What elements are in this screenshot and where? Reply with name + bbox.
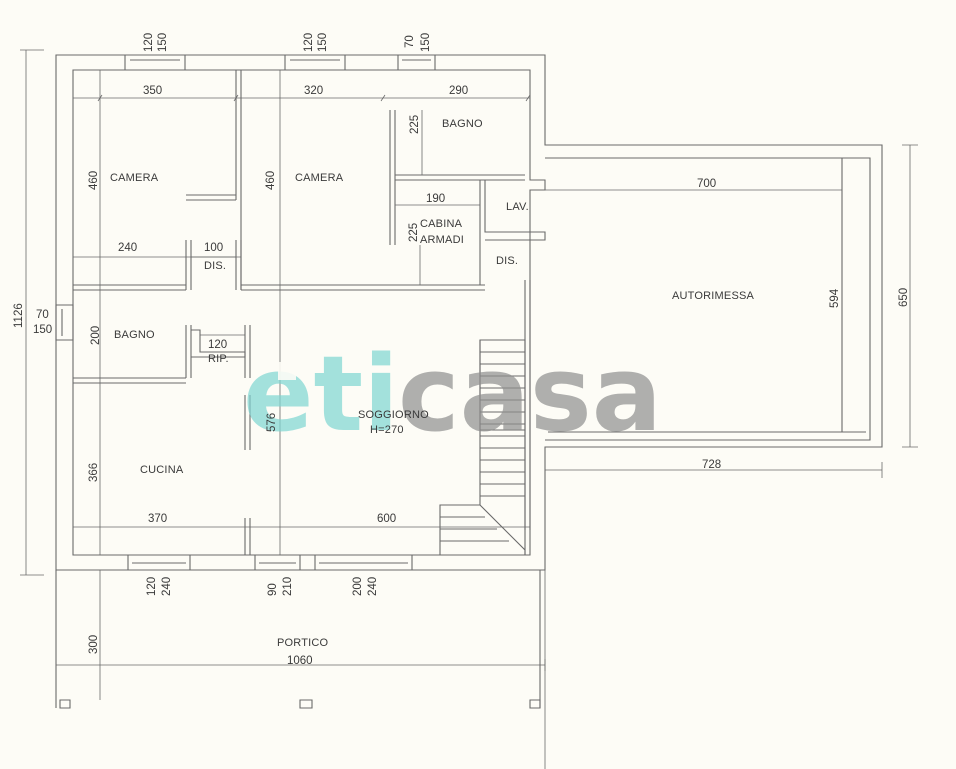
dim-cabina-225: 225 — [408, 223, 420, 242]
dim-top-320: 320 — [304, 85, 323, 97]
room-bagno-2: BAGNO — [114, 329, 155, 341]
opening-bottom-1-width: 120 — [146, 577, 158, 596]
dim-top-290: 290 — [449, 85, 468, 97]
dim-soggiorno-600: 600 — [377, 513, 396, 525]
opening-bottom-2-width: 90 — [267, 583, 279, 596]
opening-top-1-width: 120 — [143, 33, 155, 52]
dim-dis-100: 100 — [204, 242, 223, 254]
dim-bagno2-200: 200 — [90, 326, 102, 345]
room-lav: LAV. — [506, 201, 529, 213]
dim-garage-594: 594 — [829, 288, 841, 308]
watermark-casa: casa — [398, 333, 662, 455]
dim-total-1060: 1060 — [287, 655, 313, 667]
opening-left-height: 150 — [33, 324, 52, 336]
dim-garage-650: 650 — [898, 288, 910, 307]
opening-bottom-1-height: 240 — [161, 577, 173, 596]
room-cucina: CUCINA — [140, 464, 184, 476]
dimension-labels: 350 320 290 225 460 460 190 225 240 100 … — [13, 85, 910, 667]
opening-bottom-2-height: 210 — [282, 577, 294, 596]
watermark: eti casa — [243, 333, 662, 455]
opening-top-2-width: 120 — [303, 33, 315, 52]
dim-cucina-370: 370 — [148, 513, 167, 525]
room-dis-1: DIS. — [204, 260, 226, 272]
room-labels: CAMERA CAMERA BAGNO CABINA ARMADI LAV. D… — [110, 118, 755, 649]
dim-cabina-190: 190 — [426, 193, 445, 205]
dimension-lines — [20, 49, 918, 769]
opening-labels: 120 150 120 150 70 150 70 150 120 240 90… — [33, 33, 432, 596]
watermark-eti: eti — [243, 333, 399, 455]
opening-top-3-width: 70 — [404, 35, 416, 48]
dim-garage-700: 700 — [697, 178, 716, 190]
opening-left-width: 70 — [36, 309, 49, 321]
dim-dis-240: 240 — [118, 242, 137, 254]
room-cabina-armadi-line2: ARMADI — [420, 234, 464, 246]
dim-top-350: 350 — [143, 85, 162, 97]
dim-bagno-225: 225 — [409, 115, 421, 134]
walls — [55, 54, 883, 709]
dim-camera2-460: 460 — [265, 171, 277, 190]
room-portico: PORTICO — [277, 637, 329, 649]
opening-bottom-3-width: 200 — [352, 577, 364, 596]
dim-camera1-460: 460 — [88, 171, 100, 190]
room-soggiorno-line2: H=270 — [370, 424, 404, 436]
room-camera-2: CAMERA — [295, 172, 344, 184]
room-bagno-1: BAGNO — [442, 118, 483, 130]
room-camera-1: CAMERA — [110, 172, 159, 184]
dim-rip-120: 120 — [208, 339, 227, 351]
dim-portico-300: 300 — [88, 635, 100, 654]
watermark-house-window — [278, 362, 296, 380]
dim-soggiorno-576: 576 — [266, 413, 278, 432]
opening-top-2-height: 150 — [317, 33, 329, 52]
dim-garage-728: 728 — [702, 459, 721, 471]
room-ripostiglio: RIP. — [208, 353, 229, 365]
room-dis-2: DIS. — [496, 255, 518, 267]
room-cabina-armadi-line1: CABINA — [420, 218, 463, 230]
room-soggiorno-line1: SOGGIORNO — [358, 409, 429, 421]
opening-top-1-height: 150 — [157, 33, 169, 52]
opening-bottom-3-height: 240 — [367, 577, 379, 596]
room-autorimessa: AUTORIMESSA — [672, 290, 755, 302]
opening-top-3-height: 150 — [420, 33, 432, 52]
dim-cucina-366: 366 — [88, 463, 100, 482]
dim-total-1126: 1126 — [13, 303, 25, 328]
